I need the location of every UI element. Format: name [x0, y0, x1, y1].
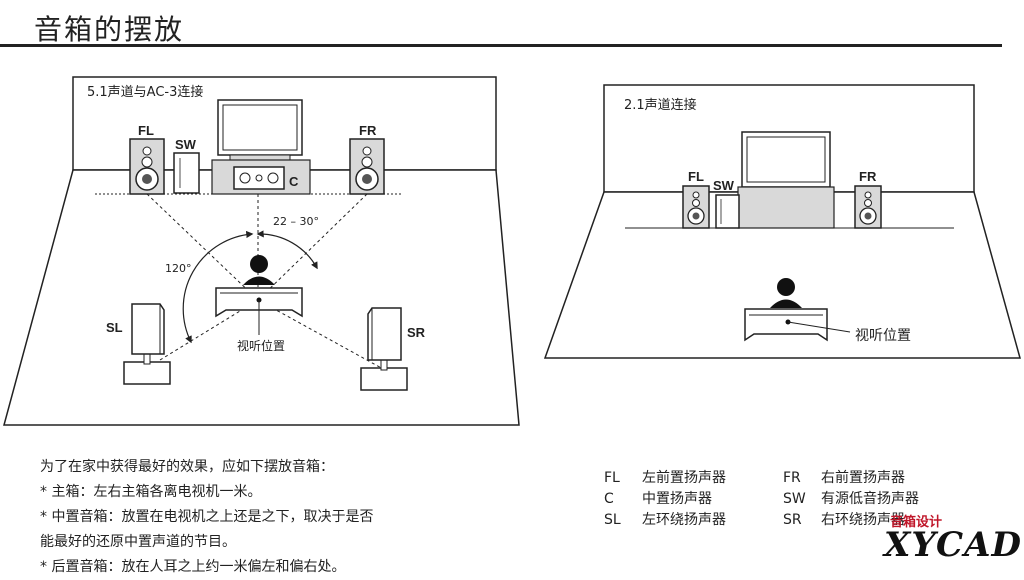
title-divider — [0, 44, 1002, 47]
legend-code: FR — [783, 470, 801, 486]
center-speaker-5-1 — [233, 166, 285, 190]
tv-2-1 — [737, 131, 835, 229]
label-sr: SR — [407, 325, 426, 340]
listener-5-1 — [215, 255, 303, 335]
label-fr-2-1: FR — [859, 169, 877, 184]
subwoofer-5-1 — [173, 152, 200, 194]
label-sw: SW — [175, 137, 197, 152]
angle-rear-label: 120° — [165, 262, 192, 275]
note-line: 为了在家中获得最好的效果，应如下摆放音箱： — [40, 459, 334, 475]
note-line: * 中置音箱：放置在电视机之上还是之下，取决于是否 — [40, 509, 374, 525]
label-c: C — [289, 174, 299, 189]
listening-position-label-5-1: 视听位置 — [237, 338, 285, 353]
legend-name: 左前置扬声器 — [642, 470, 726, 486]
logo-wordmark: XYCAD — [884, 525, 1022, 565]
logo-subtitle: 音箱设计 — [890, 515, 943, 530]
label-fl: FL — [138, 123, 154, 138]
subwoofer-2-1 — [715, 194, 740, 229]
panel-label-5-1: 5.1声道与AC-3连接 — [87, 84, 203, 100]
angle-arc-front — [256, 230, 318, 270]
front-right-speaker-2-1 — [854, 185, 882, 229]
front-right-speaker-5-1 — [349, 138, 385, 195]
legend-code: C — [604, 491, 614, 507]
angle-arc-rear — [182, 230, 254, 344]
listening-position-label-2-1: 视听位置 — [855, 328, 911, 344]
legend-code: SL — [604, 512, 621, 528]
legend-name: 右前置扬声器 — [821, 470, 905, 486]
note-line: 能最好的还原中置声道的节目。 — [40, 534, 236, 550]
placement-notes: 为了在家中获得最好的效果，应如下摆放音箱： * 主箱：左右主箱各离电视机一米。 … — [40, 455, 373, 580]
legend-name: 中置扬声器 — [642, 491, 712, 507]
legend-row: FL 左前置扬声器 FR 右前置扬声器 — [604, 468, 919, 489]
angle-front-label: 22 – 30° — [273, 215, 319, 228]
surround-left-speaker — [123, 303, 171, 385]
note-line: * 后置音箱：放在人耳之上约一米偏左和偏右处。 — [40, 559, 346, 575]
listener-2-1 — [744, 278, 851, 342]
speaker-legend: FL 左前置扬声器 FR 右前置扬声器 C 中置扬声器 SW 有源低音扬声器 S… — [604, 468, 919, 531]
legend-code: FL — [604, 470, 620, 486]
label-sl: SL — [106, 320, 123, 335]
label-sw-2-1: SW — [713, 178, 735, 193]
page-title: 音箱的摆放 — [34, 13, 185, 46]
legend-name: 有源低音扬声器 — [821, 491, 919, 507]
xycad-watermark-logo: 音箱设计 XYCAD — [884, 511, 1022, 571]
legend-name: 右环绕扬声器 — [821, 512, 905, 528]
front-left-speaker-2-1 — [682, 185, 710, 229]
legend-row: C 中置扬声器 SW 有源低音扬声器 — [604, 489, 919, 510]
surround-right-speaker — [360, 307, 408, 391]
legend-name: 左环绕扬声器 — [642, 512, 726, 528]
legend-code: SW — [783, 491, 806, 507]
front-left-speaker-5-1 — [129, 138, 165, 195]
panel-label-2-1: 2.1声道连接 — [624, 97, 697, 113]
label-fl-2-1: FL — [688, 169, 704, 184]
note-line: * 主箱：左右主箱各离电视机一米。 — [40, 484, 262, 500]
legend-code: SR — [783, 512, 802, 528]
legend-row: SL 左环绕扬声器 SR 右环绕扬声器 — [604, 510, 919, 531]
label-fr: FR — [359, 123, 377, 138]
